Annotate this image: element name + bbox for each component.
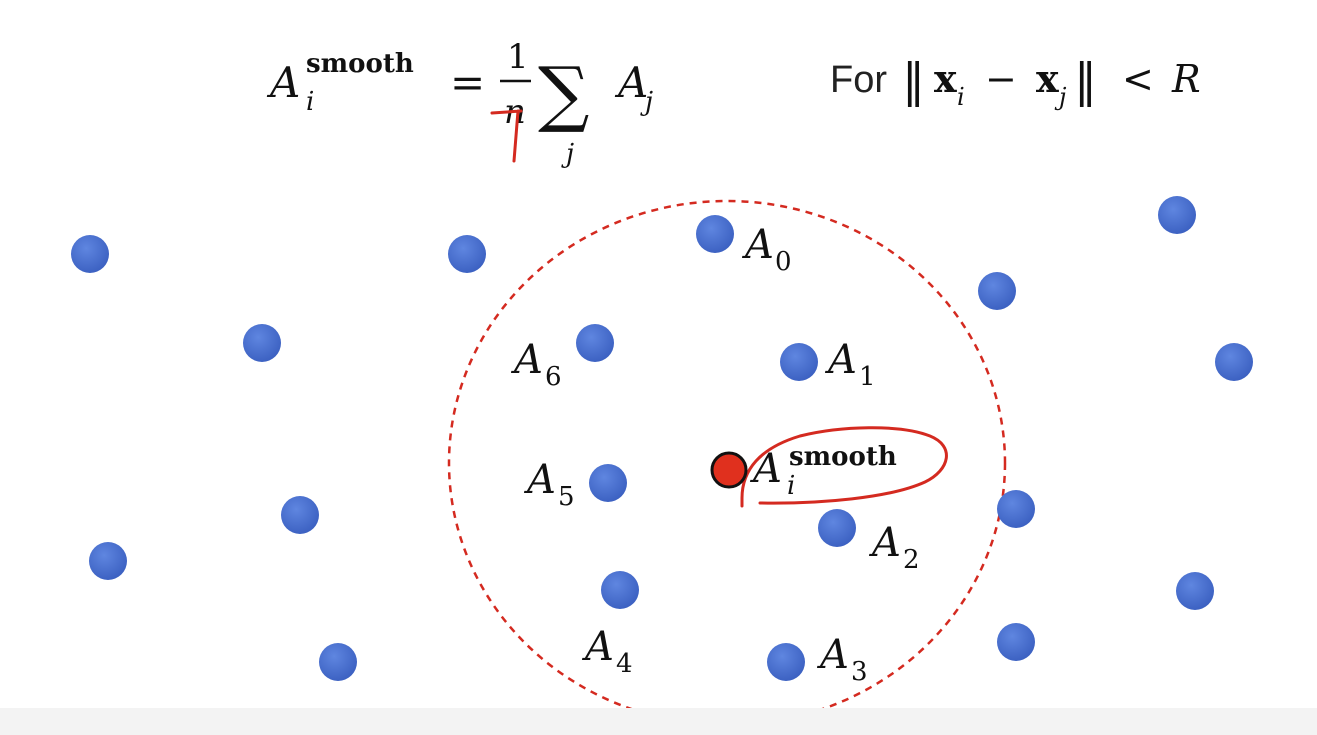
neighbor-point [696,215,734,253]
neighbor-label-symbol: A [510,337,543,383]
neighbor-a3: A 3 [767,632,868,687]
condition-xi-subscript: i [957,83,965,111]
neighbor-a6: A 6 [510,324,614,392]
sum-symbol: ∑ [538,51,589,135]
center-annotation-loop [740,426,948,508]
neighbor-label-index: 0 [775,247,792,277]
center-point-group: A i smooth [710,426,948,508]
neighbor-label-symbol: A [581,624,614,670]
sum-index: j [561,139,574,169]
formula-lhs-subscript: i [306,87,314,117]
neighbor-a4: A 4 [581,571,639,679]
neighbor-label-index: 3 [851,657,868,687]
data-point [71,235,109,273]
bottom-strip [0,708,1317,735]
norm-close: ‖ [1074,53,1097,107]
data-point [1158,196,1196,234]
neighbor-label-symbol: A [523,457,556,503]
formula-equals: = [450,58,485,107]
formula-numerator: 1 [507,37,529,77]
center-point [710,451,748,489]
norm-open: ‖ [902,53,925,107]
data-point [243,324,281,362]
neighbor-point [818,509,856,547]
neighbor-points: A 0 A 1 A 2 A 3 A 4 A 5 A [510,215,920,687]
data-point [997,623,1035,661]
formula-lhs-symbol: A [266,58,300,107]
data-point [448,235,486,273]
data-point [89,542,127,580]
outside-points [71,196,1253,681]
neighbor-label-symbol: A [824,337,857,383]
formula-summand-symbol: A [614,58,648,107]
neighbor-label-symbol: A [741,222,774,268]
neighbor-label-index: 1 [859,362,876,392]
neighbor-a5: A 5 [523,457,627,512]
condition-xj-symbol: x [1036,56,1059,101]
neighbor-a2: A 2 [818,509,920,575]
data-point [978,272,1016,310]
data-point [319,643,357,681]
neighbor-label-index: 6 [545,362,562,392]
neighbor-a0: A 0 [696,215,792,277]
condition-xi-symbol: x [934,56,957,101]
data-point [997,490,1035,528]
denominator-annotation-mark [490,109,523,163]
neighbor-point [767,643,805,681]
data-point [1176,572,1214,610]
condition-prefix: For [830,59,887,101]
neighbor-point [780,343,818,381]
neighbor-label-symbol: A [816,632,849,678]
neighbor-label-symbol: A [868,520,901,566]
neighborhood-condition: For ‖ x i − x j ‖ < R [830,53,1201,111]
center-label-subscript: i [787,471,795,501]
neighbor-a1: A 1 [780,337,876,392]
smoothing-formula: A i smooth = 1 n ∑ j A j [266,37,653,169]
neighbor-label-index: 4 [616,649,633,679]
condition-less-than: < [1122,57,1154,101]
neighbor-label-index: 2 [903,545,920,575]
neighbor-point [601,571,639,609]
neighbor-label-index: 5 [558,482,575,512]
data-point [281,496,319,534]
formula-lhs-superscript: smooth [306,49,414,79]
center-label-superscript: smooth [789,442,897,472]
center-label-symbol: A [749,446,782,492]
neighbor-point [589,464,627,502]
neighbor-point [576,324,614,362]
radius-circle [447,199,1007,727]
data-point [1215,343,1253,381]
condition-radius: R [1171,57,1201,101]
condition-minus: − [985,57,1017,101]
